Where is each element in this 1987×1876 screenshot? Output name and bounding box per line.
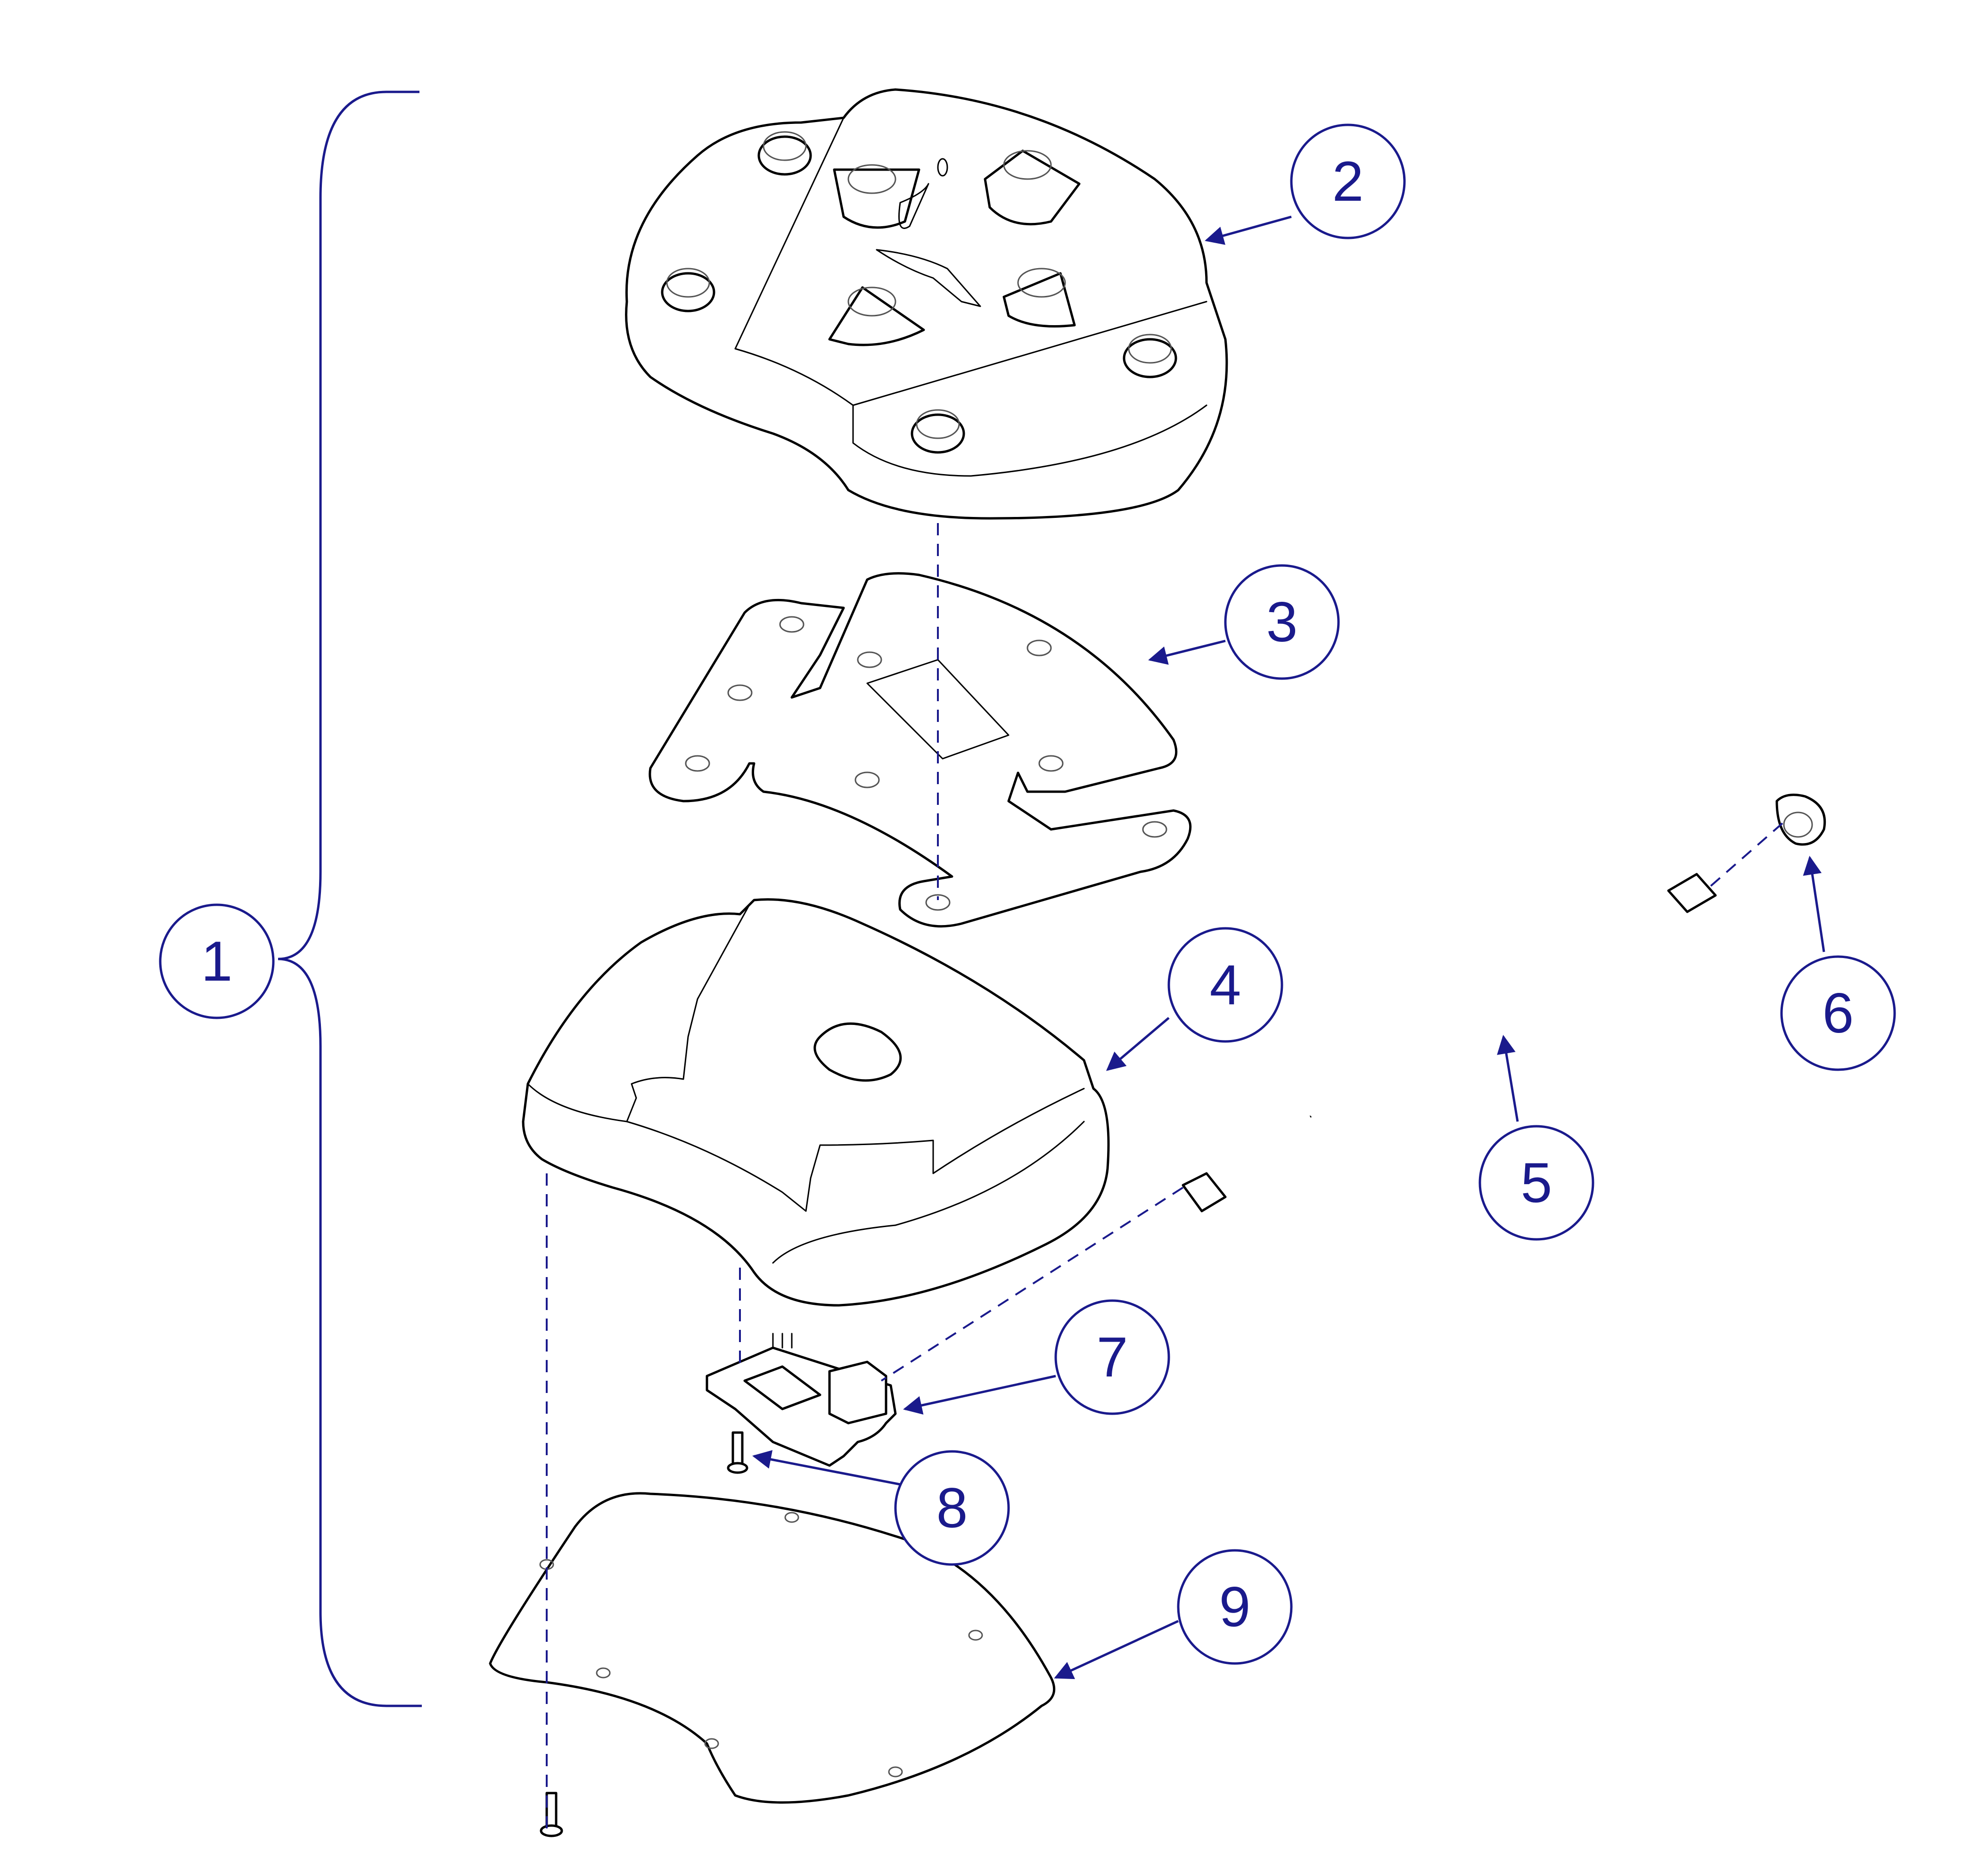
rj-jack	[828, 1360, 887, 1425]
callout-7-label: 7	[1097, 1326, 1128, 1389]
top-pedal-cover	[625, 88, 1228, 520]
plate-rivet	[685, 616, 1167, 911]
pedal-button-up-left	[833, 164, 920, 229]
leader-lines	[752, 215, 1825, 1679]
callout-2-label: 2	[1332, 150, 1364, 213]
callout-3: 3	[1224, 564, 1340, 680]
base-housing	[522, 898, 1110, 1307]
callout-4-label: 4	[1210, 953, 1241, 1016]
callout-9: 9	[1177, 1549, 1293, 1665]
screw-long	[540, 1792, 563, 1837]
pedal-button-left-top	[757, 131, 812, 176]
grommet	[1775, 794, 1826, 846]
assembly-bracket	[278, 90, 422, 1707]
logo-mark	[898, 183, 929, 229]
cable-connector-end-b	[1667, 873, 1717, 913]
callout-7: 7	[1054, 1299, 1170, 1415]
pedal-button-left-bottom	[661, 268, 715, 312]
cable	[1182, 873, 1717, 1212]
logo-swoosh	[876, 249, 981, 307]
callout-6-label: 6	[1823, 982, 1854, 1045]
callout-5: 5	[1478, 1125, 1594, 1241]
circuit-board	[706, 1333, 897, 1467]
metal-plate	[649, 572, 1192, 928]
logo-dot	[937, 158, 948, 177]
pedal-button-bottom	[911, 409, 965, 454]
pedal-button-right	[1123, 334, 1177, 378]
assembly-lines	[546, 523, 1787, 1828]
callout-4: 4	[1167, 927, 1283, 1043]
callout-5-label: 5	[1521, 1151, 1552, 1214]
callout-1-label: 1	[201, 930, 233, 993]
pedal-button-down-left	[828, 286, 925, 346]
callout-8: 8	[894, 1450, 1010, 1566]
callout-3-label: 3	[1266, 590, 1298, 654]
pedal-button-up-right	[984, 149, 1081, 226]
pin-header	[772, 1333, 793, 1349]
ic-chip	[743, 1365, 821, 1410]
pedal-button-down-right	[1002, 268, 1076, 328]
callout-2: 2	[1290, 123, 1406, 239]
callout-9-label: 9	[1219, 1575, 1251, 1638]
callout-8-label: 8	[936, 1476, 968, 1540]
callout-1: 1	[159, 903, 275, 1019]
cable-connector-end-a	[1182, 1172, 1227, 1212]
cable-hole	[813, 1022, 902, 1082]
screw-short	[727, 1431, 748, 1474]
callout-6: 6	[1780, 955, 1896, 1071]
